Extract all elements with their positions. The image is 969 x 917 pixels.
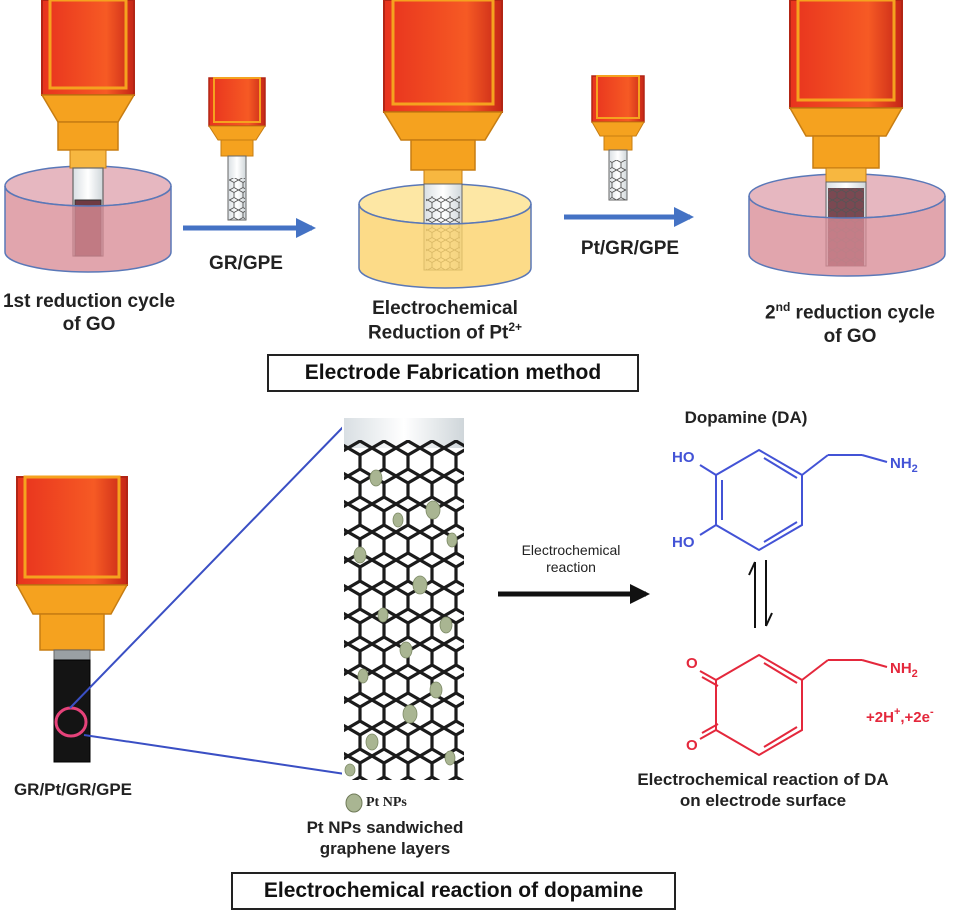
electrode-modified [15,475,129,763]
electrode-1 [4,0,172,273]
surface-label: Electrochemical reaction of DA on electr… [618,770,908,811]
sandwich-label: Pt NPs sandwiched graphene layers [290,818,480,859]
zoom-line-bottom [83,734,346,775]
small-electrode-1 [208,77,266,221]
step2-line2: Reduction of Pt2+ [367,320,523,344]
surface-line2: on electrode surface [679,790,847,810]
ho-top-label: HO [672,449,695,466]
pt-np-legend-label: Pt NPs [366,795,407,810]
fabrication-title: Electrode Fabrication method [267,354,639,392]
nh2-bottom-label: NH2 [890,660,918,680]
step3-line2: of GO [823,325,877,347]
electrode-2 [358,0,532,289]
pt-np-legend-dot [345,793,363,813]
step1-label: 1st reduction cycle of GO [0,290,178,336]
step1-line2: of GO [62,314,116,336]
equilibrium-arrows [748,560,773,628]
nh2-top-label: NH2 [890,455,918,475]
dopamine-title: Dopamine (DA) [684,408,808,427]
step3-label: 2nd reduction cycle of GO [745,300,955,348]
dopamine-section-title: Electrochemical reaction of dopamine [231,872,676,910]
o-bottom-label: O [686,737,698,754]
graphene-column [342,415,466,780]
products-label: +2H+,+2e- [866,706,934,726]
step1-line1: 1st reduction cycle [2,291,176,312]
reaction-line1: Electrochemical [521,542,621,558]
sandwich-line2: graphene layers [319,838,451,858]
arrow2-label: Pt/GR/GPE [580,238,680,259]
dopamine-structure [699,448,888,552]
arrow1-label: GR/GPE [209,253,283,274]
step2-label: Electrochemical Reduction of Pt2+ [340,297,550,345]
reaction-label: Electrochemical reaction [496,542,646,576]
electrode-3 [748,0,946,277]
o-top-label: O [686,655,698,672]
electrode-label: GR/Pt/GR/GPE [13,780,133,799]
step3-line1: 2nd reduction cycle [765,300,935,324]
step2-line1: Electrochemical [372,298,518,319]
zoom-line-top [69,424,346,709]
surface-line1: Electrochemical reaction of DA [637,770,889,789]
sandwich-line1: Pt NPs sandwiched [306,818,464,837]
small-electrode-2 [591,75,645,201]
ho-bottom-label: HO [672,534,695,551]
quinone-structure [699,653,888,757]
reaction-line2: reaction [546,559,596,576]
